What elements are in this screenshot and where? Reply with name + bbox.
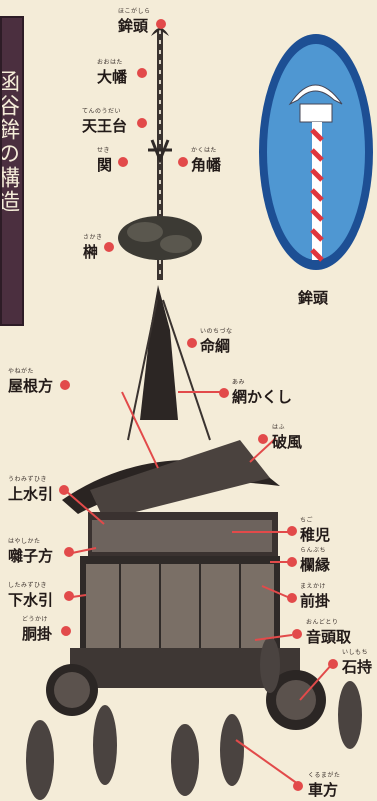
label-text: 鉾頭 [118, 17, 149, 35]
diagram-title: 函谷鉾の構造 [0, 16, 24, 326]
label-ruby: うわみずひき [8, 476, 48, 483]
label-text: 胴掛 [22, 625, 53, 643]
label-inochizuna: いのちづな 命綱 [200, 326, 233, 356]
marker-dot [258, 434, 268, 444]
label-text: 車方 [308, 781, 339, 799]
label-text: 石持 [342, 658, 373, 676]
label-sakaki: さかき 榊 [83, 232, 103, 262]
label-uwamizuhiki: うわみずひき 上水引 [8, 474, 53, 504]
label-ruby: かくはた [191, 147, 217, 154]
label-text: 欄縁 [300, 556, 331, 574]
label-text: 屋根方 [8, 377, 54, 395]
label-ruby: どうかけ [22, 616, 49, 623]
label-ruby: せき [97, 147, 111, 154]
marker-dot [137, 118, 147, 128]
marker-dot [187, 338, 197, 348]
marker-dot [178, 157, 188, 167]
label-chigo: ちご 稚児 [300, 515, 330, 545]
marker-dot [292, 629, 302, 639]
label-maekake: まえかけ 前掛 [300, 581, 330, 611]
label-text: 破風 [272, 433, 303, 451]
label-text: 大幡 [97, 68, 128, 86]
label-text: 上水引 [8, 485, 54, 503]
label-ruby: いしもち [342, 649, 369, 656]
label-ruby: はやしかた [8, 538, 41, 545]
label-ruby: やねがた [8, 368, 35, 375]
label-kakuhata: かくはた 角幡 [191, 145, 221, 175]
label-kurumagata: くるまがた 車方 [308, 770, 340, 800]
marker-dot [287, 593, 297, 603]
marker-dot [64, 547, 74, 557]
label-ruby: くるまがた [308, 772, 341, 779]
marker-dot [137, 68, 147, 78]
label-oohata: おおはた 大幡 [97, 57, 127, 87]
label-hokogashira: ほこがしら 鉾頭 [118, 6, 151, 36]
label-text: 関 [97, 156, 113, 174]
label-shitamizuhiki: したみずひき 下水引 [8, 580, 53, 610]
marker-dot [59, 485, 69, 495]
label-doukake: どうかけ 胴掛 [22, 614, 52, 644]
label-ruby: おおはた [97, 59, 123, 66]
label-ranbuchi: らんぶち 欄縁 [300, 545, 330, 575]
label-ruby: おんどとり [306, 619, 339, 626]
label-text: 前掛 [300, 592, 331, 610]
label-seki: せき 関 [97, 145, 112, 175]
marker-dot [328, 659, 338, 669]
marker-dot [61, 626, 71, 636]
label-text: 音頭取 [306, 628, 352, 646]
label-ruby: はふ [272, 424, 286, 431]
label-ondotori: おんどとり 音頭取 [306, 617, 351, 647]
label-tennoudai: てんのうだい 天王台 [82, 106, 127, 136]
label-text: 稚児 [300, 526, 331, 544]
label-hafu: はふ 破風 [272, 422, 302, 452]
marker-dot [60, 380, 70, 390]
label-ruby: したみずひき [8, 582, 48, 589]
marker-dot [219, 388, 229, 398]
marker-dot [287, 557, 297, 567]
label-text: 角幡 [191, 156, 222, 174]
label-hayashikata: はやしかた 囃子方 [8, 536, 53, 566]
marker-dot [156, 19, 166, 29]
label-text: 網かくし [232, 388, 293, 406]
label-text: 榊 [83, 243, 99, 261]
label-ruby: さかき [83, 234, 103, 241]
label-ishimochi: いしもち 石持 [342, 647, 372, 677]
label-yanegata: やねがた 屋根方 [8, 366, 53, 396]
label-amikakushi: あみ 網かくし [232, 377, 292, 407]
inset-caption: 鉾頭 [298, 289, 329, 307]
marker-dot [287, 526, 297, 536]
label-text: 下水引 [8, 591, 54, 609]
label-ruby: いのちづな [200, 328, 233, 335]
label-ruby: てんのうだい [82, 108, 122, 115]
marker-dot [293, 781, 303, 791]
label-ruby: らんぶち [300, 547, 327, 554]
label-text: 囃子方 [8, 547, 54, 565]
label-text: 天王台 [82, 117, 128, 135]
label-ruby: あみ [232, 379, 246, 386]
marker-dot [64, 591, 74, 601]
label-text: 命綱 [200, 337, 231, 355]
marker-dot [104, 242, 114, 252]
label-ruby: ちご [300, 517, 314, 524]
label-ruby: ほこがしら [118, 8, 151, 15]
label-ruby: まえかけ [300, 583, 327, 590]
marker-dot [118, 157, 128, 167]
